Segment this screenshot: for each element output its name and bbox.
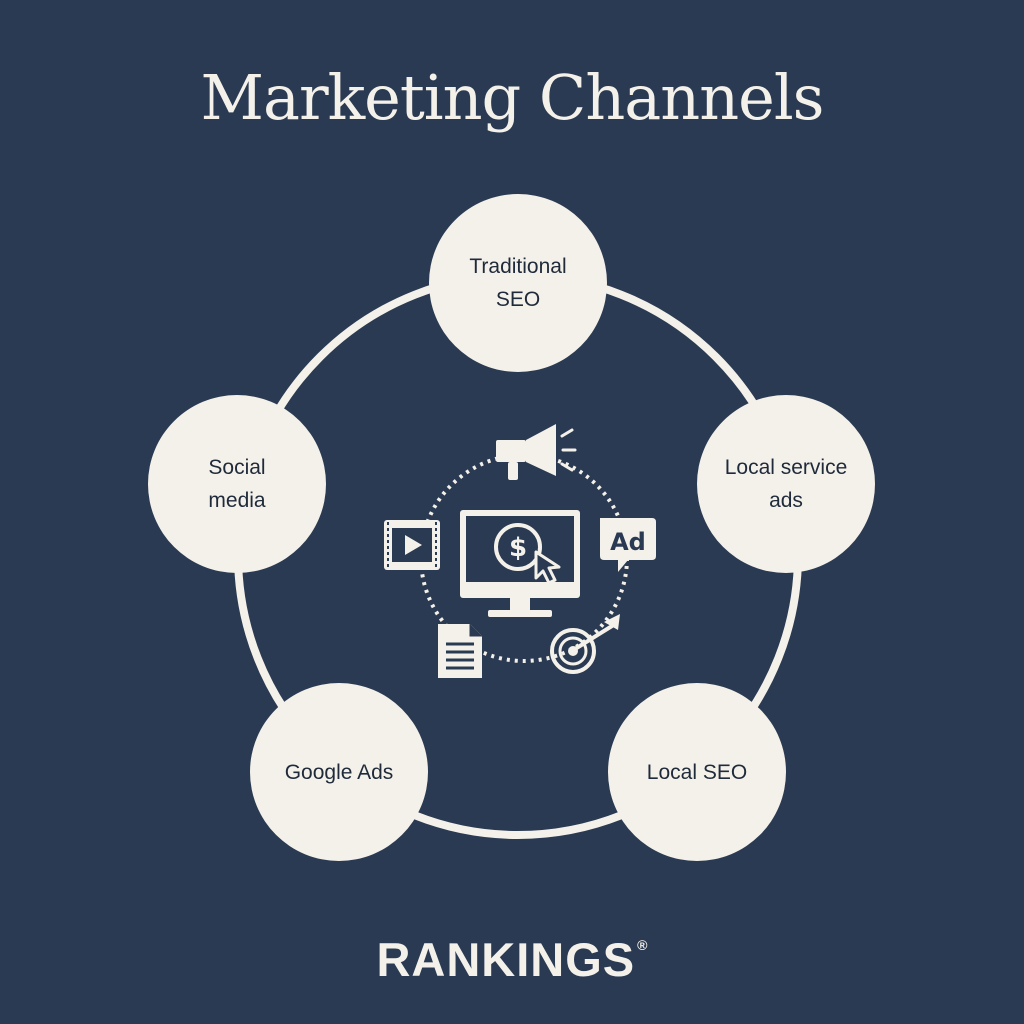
svg-text:Ad: Ad xyxy=(610,528,646,556)
node-social-media xyxy=(148,395,326,573)
brand-name: RANKINGS xyxy=(376,933,636,986)
node-local-service-ads xyxy=(697,395,875,573)
node-local-seo xyxy=(608,683,786,861)
channel-label-traditional-seo: Traditional SEO xyxy=(469,255,567,311)
page-title: Marketing Channels xyxy=(200,61,825,134)
cursor-icon xyxy=(534,550,561,585)
brand-logo: RANKINGS® xyxy=(0,915,1024,990)
ad-badge-icon: Ad xyxy=(600,518,656,572)
document-icon xyxy=(438,624,482,678)
video-player-icon xyxy=(384,520,440,570)
registered-mark: ® xyxy=(637,937,648,953)
megaphone-icon xyxy=(496,424,577,480)
channel-label-local-service-ads: Local service ads xyxy=(724,456,848,512)
channel-label-local-seo: Local SEO xyxy=(646,760,748,784)
channel-label-social-media: Social media xyxy=(208,456,266,512)
svg-text:$: $ xyxy=(509,533,527,563)
monitor-dollar-icon: $ xyxy=(460,510,580,617)
node-google-ads xyxy=(250,683,428,861)
node-traditional-seo xyxy=(429,194,607,372)
channel-label-google-ads: Google Ads xyxy=(284,760,394,784)
target-icon xyxy=(550,614,620,674)
